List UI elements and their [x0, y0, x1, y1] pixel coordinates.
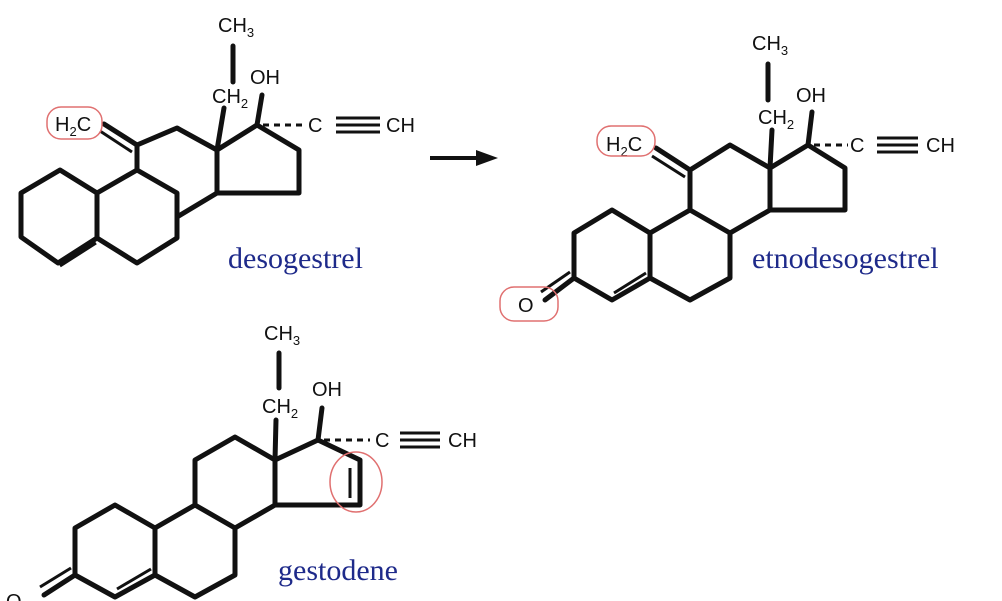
alkyne-ch-label: CH [448, 430, 477, 452]
ketone-oxygen-label: O [6, 591, 22, 601]
highlight-exo-methylene [46, 106, 103, 140]
gestodene-skeleton [39, 350, 440, 600]
exo-methylene-label: H2C [606, 134, 642, 159]
molecule-name-gestodene: gestodene [278, 554, 398, 587]
molecule-gestodene: CH3 CH2 OH C CH O gestodene [6, 323, 477, 601]
gestodene-labels: CH3 CH2 OH C CH O gestodene [6, 323, 477, 601]
methylene-label: CH2 [758, 107, 794, 132]
exo-methylene-label: H2C [55, 114, 91, 139]
etnodesogestrel-skeleton [540, 61, 918, 303]
desogestrel-labels: CH3 CH2 OH C CH H2C desogestrel [46, 15, 415, 275]
highlight-ketone [499, 286, 559, 322]
methyl-label: CH3 [264, 323, 300, 348]
hydroxyl-label: OH [312, 379, 342, 401]
highlight-exo-methylene [596, 125, 656, 157]
alkyne-carbon-label: C [375, 430, 389, 452]
methyl-label: CH3 [752, 33, 788, 58]
molecule-name-desogestrel: desogestrel [228, 242, 363, 275]
alkyne-ch-label: CH [386, 115, 415, 137]
hydroxyl-label: OH [796, 85, 826, 107]
desogestrel-skeleton [18, 43, 380, 268]
ketone-oxygen-label: O [518, 295, 534, 317]
molecule-etnodesogestrel: CH3 CH2 OH C CH H2C O etnodesogestrel [499, 33, 955, 322]
highlight-d-ring-double-bond [329, 451, 383, 513]
alkyne-ch-label: CH [926, 135, 955, 157]
hydroxyl-label: OH [250, 67, 280, 89]
molecule-name-etnodesogestrel: etnodesogestrel [752, 242, 939, 275]
molecule-desogestrel: CH3 CH2 OH C CH H2C desogestrel [18, 15, 415, 275]
reaction-arrow [430, 150, 498, 166]
alkyne-carbon-label: C [850, 135, 864, 157]
methyl-label: CH3 [218, 15, 254, 40]
methylene-label: CH2 [262, 396, 298, 421]
alkyne-carbon-label: C [308, 115, 322, 137]
methylene-label: CH2 [212, 86, 248, 111]
etnodesogestrel-labels: CH3 CH2 OH C CH H2C O etnodesogestrel [499, 33, 955, 322]
